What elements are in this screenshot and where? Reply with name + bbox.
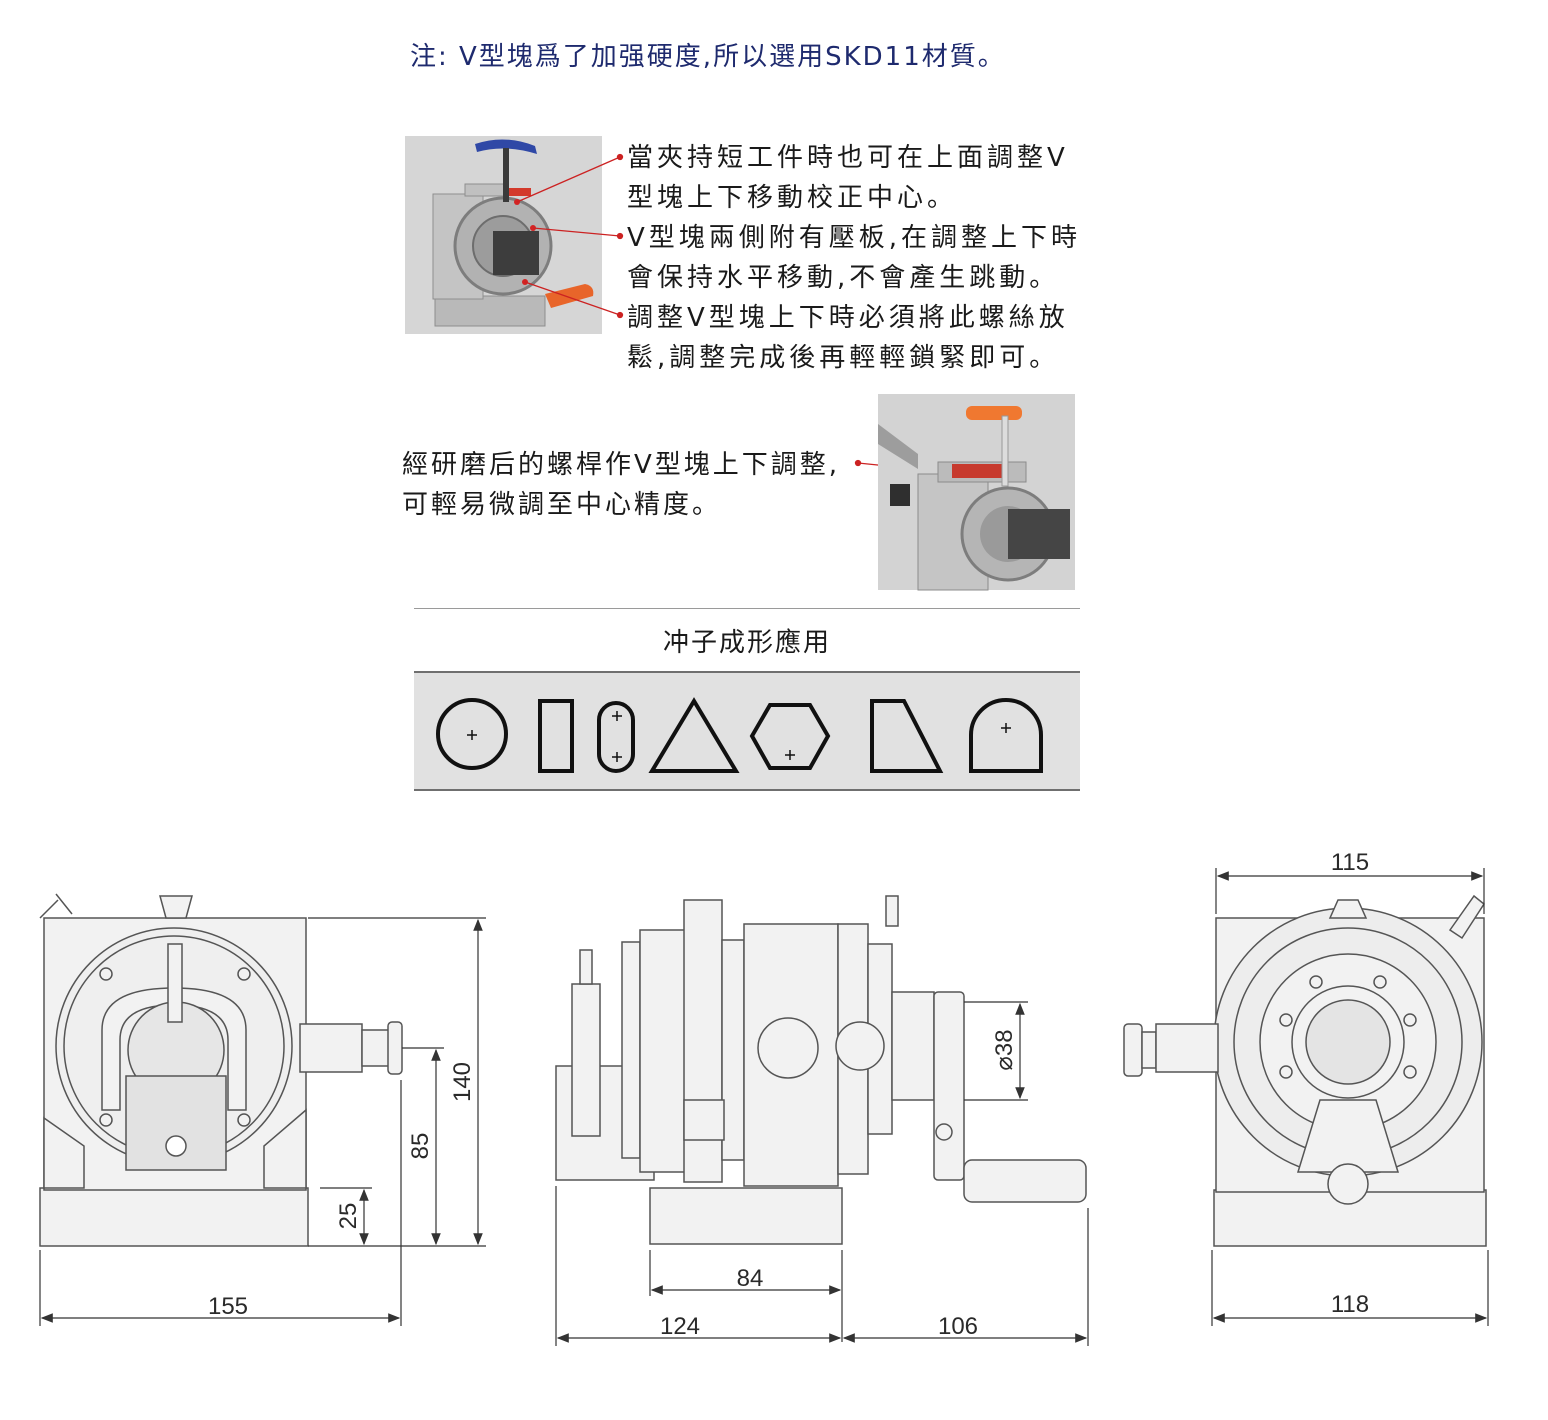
side-view-dimensions: [555, 1001, 1089, 1346]
trapezoid-icon: [870, 699, 944, 773]
dim-front-center-height: 85: [407, 1133, 434, 1160]
front-view-drawing: [39, 893, 403, 1247]
rear-view-drawing: [1123, 894, 1487, 1247]
callout-line: 鬆,調整完成後再輕輕鎖緊即可。: [627, 343, 1060, 373]
callout-line: 會保持水平移動,不會產生跳動。: [627, 263, 1060, 293]
screw-line: 可輕易微調至中心精度。: [402, 490, 722, 520]
callout-text: 當夾持短工件時也可在上面調整V 型塊上下移動校正中心。 V型塊兩側附有壓板,在調…: [627, 138, 1081, 378]
screw-description: 經研磨后的螺桿作V型塊上下調整, 可輕易微調至中心精度。: [402, 445, 840, 525]
callout-line: 當夾持短工件時也可在上面調整V: [627, 143, 1069, 173]
screw-line: 經研磨后的螺桿作V型塊上下調整,: [402, 450, 841, 480]
rear-view-dimensions: [1211, 868, 1489, 1326]
dim-front-width: 155: [208, 1293, 248, 1320]
callout-line: 調整V型塊上下時必須將此螺絲放: [627, 303, 1069, 333]
dim-side-base: 84: [737, 1265, 764, 1292]
side-view-drawing: [555, 895, 1087, 1245]
callout-line: 型塊上下移動校正中心。: [627, 183, 958, 213]
section-divider: [414, 608, 1080, 609]
dim-rear-bottom-width: 118: [1331, 1291, 1369, 1318]
dim-rear-top-width: 115: [1331, 849, 1369, 876]
dim-side-handle: 106: [938, 1313, 978, 1340]
material-note: 注: V型塊爲了加强硬度,所以選用SKD11材質。: [410, 42, 1006, 72]
arch-icon: [969, 698, 1043, 773]
shapes-title: 冲子成形應用: [662, 628, 831, 658]
dim-side-body: 124: [660, 1313, 700, 1340]
slot-icon: [597, 701, 635, 773]
hexagon-icon: [749, 703, 831, 770]
dim-front-height: 140: [449, 1062, 476, 1102]
callout-line: V型塊兩側附有壓板,在調整上下時: [627, 223, 1082, 253]
dim-front-base-height: 25: [335, 1203, 362, 1230]
circle-icon: [436, 698, 508, 770]
punch-shapes-panel: [414, 671, 1080, 791]
front-view-dimensions: [39, 917, 486, 1326]
product-photo-screw: [878, 394, 1075, 591]
rectangle-icon: [538, 699, 574, 773]
dim-side-diameter: ⌀38: [991, 1029, 1018, 1070]
product-photo-top: [405, 136, 602, 334]
triangle-icon: [648, 697, 740, 773]
